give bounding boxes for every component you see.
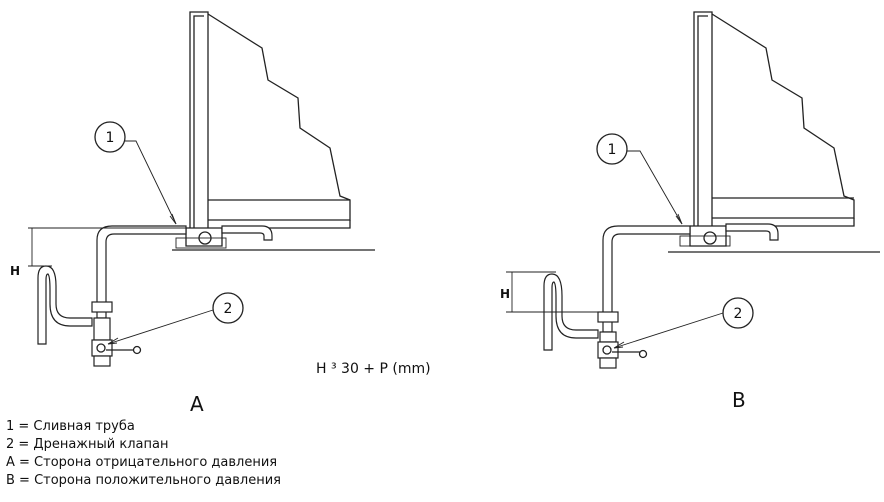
panel-label-b: B	[732, 388, 746, 412]
panel-b: H 1 2 B	[500, 11, 880, 412]
formula-text: H ³ 30 + P (mm)	[316, 361, 431, 377]
trap-pipe-b	[543, 273, 599, 351]
drain-stub-a	[221, 225, 273, 241]
fitting-a	[198, 231, 212, 245]
drain-valve-b	[597, 331, 648, 369]
panel-label-a: A	[190, 392, 204, 416]
dimension-h-b: H	[500, 271, 600, 313]
legend: 1 = Сливная труба 2 = Дренажный клапан A…	[6, 418, 281, 490]
svg-text:1: 1	[106, 130, 115, 146]
dimension-h-a: H	[10, 227, 186, 278]
dimension-label-a: H	[10, 264, 20, 278]
fitting-b	[703, 231, 717, 245]
legend-item: 1 = Сливная труба	[6, 419, 135, 434]
legend-item: B = Сторона положительного давления	[6, 473, 281, 488]
legend-item: 2 = Дренажный клапан	[6, 437, 169, 452]
callout-2-b: 2	[613, 297, 754, 349]
svg-text:2: 2	[224, 301, 233, 317]
tee-b	[597, 311, 619, 323]
trap-pipe-a	[37, 265, 93, 345]
unit-housing-b	[679, 11, 855, 247]
dimension-label-b: H	[500, 287, 510, 301]
svg-text:1: 1	[608, 142, 617, 158]
drain-stub-b	[725, 223, 779, 241]
callout-1-a: 1	[94, 121, 177, 225]
panel-a: H 1 2 A	[10, 11, 375, 416]
callout-2-a: 2	[107, 292, 244, 345]
tee-a	[91, 301, 113, 313]
callout-1-b: 1	[596, 133, 683, 225]
drain-valve-a	[91, 317, 142, 367]
unit-housing-a	[175, 11, 351, 249]
svg-text:2: 2	[734, 306, 743, 322]
legend-item: A = Сторона отрицательного давления	[6, 455, 278, 470]
